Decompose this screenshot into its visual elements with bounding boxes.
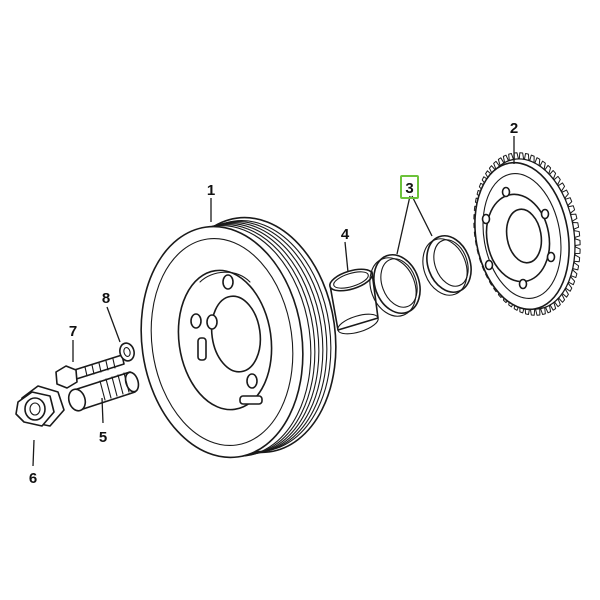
callout-6[interactable]: 6 [29, 470, 37, 487]
gear-tooth [518, 152, 525, 160]
callout-8[interactable]: 8 [102, 290, 110, 307]
callout-label-5: 5 [99, 429, 107, 446]
washer[interactable] [118, 341, 136, 362]
gear-tooth [524, 152, 530, 161]
spacer-ring-left[interactable] [362, 248, 428, 322]
gear-tooth [549, 170, 557, 180]
crankshaft-pulley[interactable] [127, 207, 351, 468]
gear-tooth [539, 160, 546, 170]
gear-tooth [545, 305, 552, 314]
gear-tooth [565, 282, 573, 292]
gear-tooth [568, 276, 576, 286]
gear-tooth [508, 153, 514, 161]
gear-tooth [534, 157, 541, 166]
callout-label-6: 6 [29, 470, 37, 487]
callout-label-8: 8 [102, 290, 110, 307]
callout-label-1: 1 [207, 182, 215, 199]
gear-tooth [529, 154, 535, 163]
gear-tooth [573, 254, 581, 263]
highlight-box [400, 175, 419, 199]
gear-tooth [513, 152, 519, 160]
callout-1[interactable]: 1 [207, 182, 215, 199]
gear-tooth [544, 164, 552, 175]
callout-3[interactable]: 3 [400, 175, 419, 199]
gear-tooth [535, 308, 541, 316]
tone-ring[interactable] [464, 151, 587, 317]
leader-lines [32, 136, 515, 467]
gear-tooth [561, 189, 569, 199]
gear-tooth [558, 293, 566, 303]
callout-5[interactable]: 5 [99, 429, 107, 446]
gear-tooth [564, 197, 573, 206]
gear-tooth [561, 288, 569, 298]
callout-label-3: 3 [405, 180, 413, 197]
callout-label-4: 4 [341, 226, 350, 243]
callout-2[interactable]: 2 [510, 120, 518, 137]
gear-tooth [570, 269, 578, 279]
gear-tooth [567, 205, 576, 214]
sleeve[interactable] [327, 265, 380, 338]
nut[interactable] [15, 385, 65, 427]
gear-tooth [502, 154, 509, 163]
bolt[interactable] [55, 354, 125, 389]
callout-label-2: 2 [510, 120, 518, 137]
callout-4[interactable]: 4 [341, 226, 350, 243]
gear-tooth [540, 307, 546, 315]
gear-tooth [572, 261, 580, 271]
gear-tooth [573, 230, 581, 238]
gear-tooth [574, 238, 581, 246]
gear-tooth [557, 182, 566, 192]
gear-tooth [497, 157, 505, 166]
callout-7[interactable]: 7 [69, 323, 77, 340]
callout-label-7: 7 [69, 323, 77, 340]
spacer-ring-right[interactable] [415, 230, 478, 302]
gear-tooth [553, 175, 561, 186]
stud[interactable] [66, 371, 141, 413]
gear-tooth [574, 246, 581, 254]
gear-tooth [572, 221, 580, 230]
gear-tooth [570, 213, 578, 222]
gear-tooth [554, 298, 561, 308]
gear-tooth [549, 302, 557, 311]
